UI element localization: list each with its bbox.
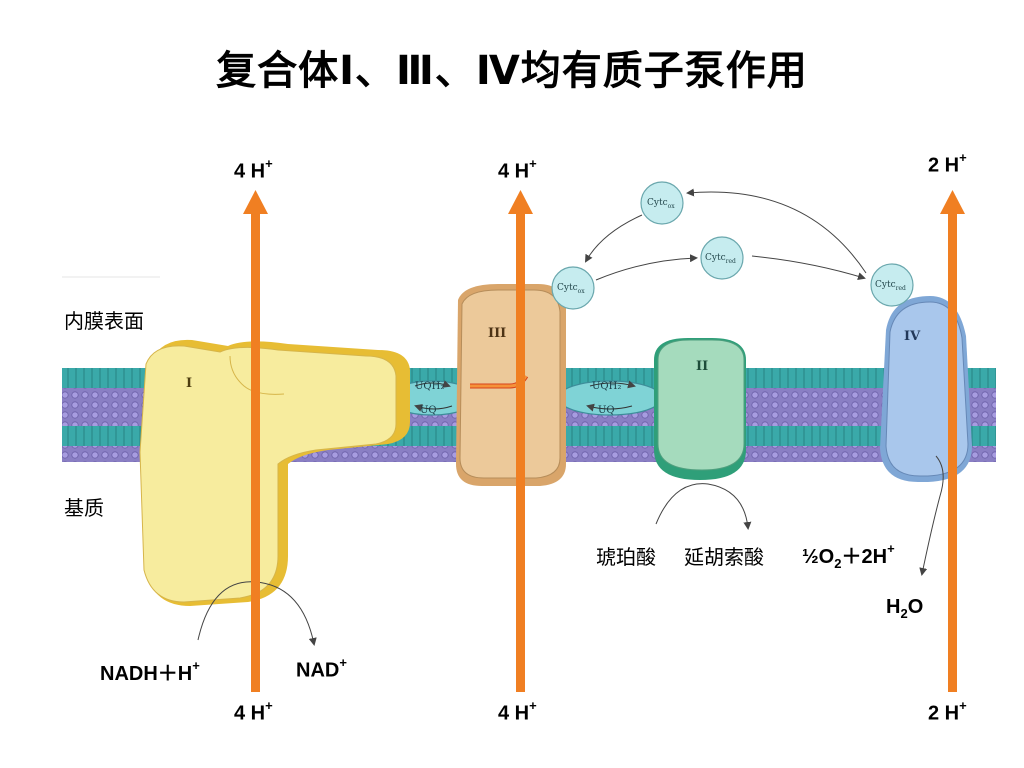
slide-title: 复合体Ⅰ、Ⅲ、Ⅳ均有质子泵作用: [216, 48, 808, 94]
proton-label-c4-bottom: 2 H+: [928, 698, 967, 725]
fumarate-label: 延胡索酸: [684, 545, 764, 569]
complex-ii: [654, 338, 746, 480]
succinate-reaction-arrow: [655, 483, 752, 530]
cytc-ox-top-circle: [640, 181, 684, 225]
uq-label-left: UQ: [420, 405, 437, 416]
proton-arrow-complex-iii: [508, 190, 533, 692]
matrix-label: 基质: [64, 496, 104, 520]
complex-iii-label: III: [488, 326, 506, 341]
cytc-red-mid-circle: [700, 236, 744, 280]
nad-label: NAD+: [296, 655, 347, 682]
cytc-red-right-circle: [870, 263, 914, 307]
water-label: H2O: [886, 596, 924, 621]
succinate-label: 琥珀酸: [596, 545, 656, 569]
cytc-ox-left-circle: [551, 266, 595, 310]
complex-ii-label: II: [696, 359, 708, 374]
complex-iv-label: IV: [904, 329, 921, 344]
proton-arrow-complex-iv: [940, 190, 965, 692]
cytc-ox-top-label: Cytcox: [647, 198, 675, 210]
proton-arrow-complex-i: [243, 190, 268, 692]
nadh-label: NADH＋H+: [100, 658, 200, 685]
proton-label-c3-top: 4 H+: [498, 156, 537, 183]
complex-iv: [880, 296, 972, 482]
complex-i-label: I: [186, 376, 192, 391]
proton-label-c3-bottom: 4 H+: [498, 698, 537, 725]
uqh2-label-right: UQH₂: [592, 381, 621, 392]
complex-i: [139, 339, 410, 606]
cytc-ox-left-label: Cytcox: [557, 283, 585, 295]
uq-label-right: UQ: [598, 405, 615, 416]
proton-label-c1-bottom: 4 H+: [234, 698, 273, 725]
uqh2-label-left: UQH₂: [415, 381, 444, 392]
cytc-red-mid-label: Cytcred: [705, 253, 736, 265]
oxygen-reaction-arrow: [919, 455, 944, 576]
proton-label-c4-top: 2 H+: [928, 150, 967, 177]
proton-label-c1-top: 4 H+: [234, 156, 273, 183]
oxygen-label: ½O2＋2H+: [802, 541, 895, 571]
cytc-red-right-label: Cytcred: [875, 280, 906, 292]
cytc-carriers: [551, 181, 914, 310]
membrane-surface-label: 内膜表面: [64, 309, 144, 333]
complex-iii: [456, 284, 566, 486]
